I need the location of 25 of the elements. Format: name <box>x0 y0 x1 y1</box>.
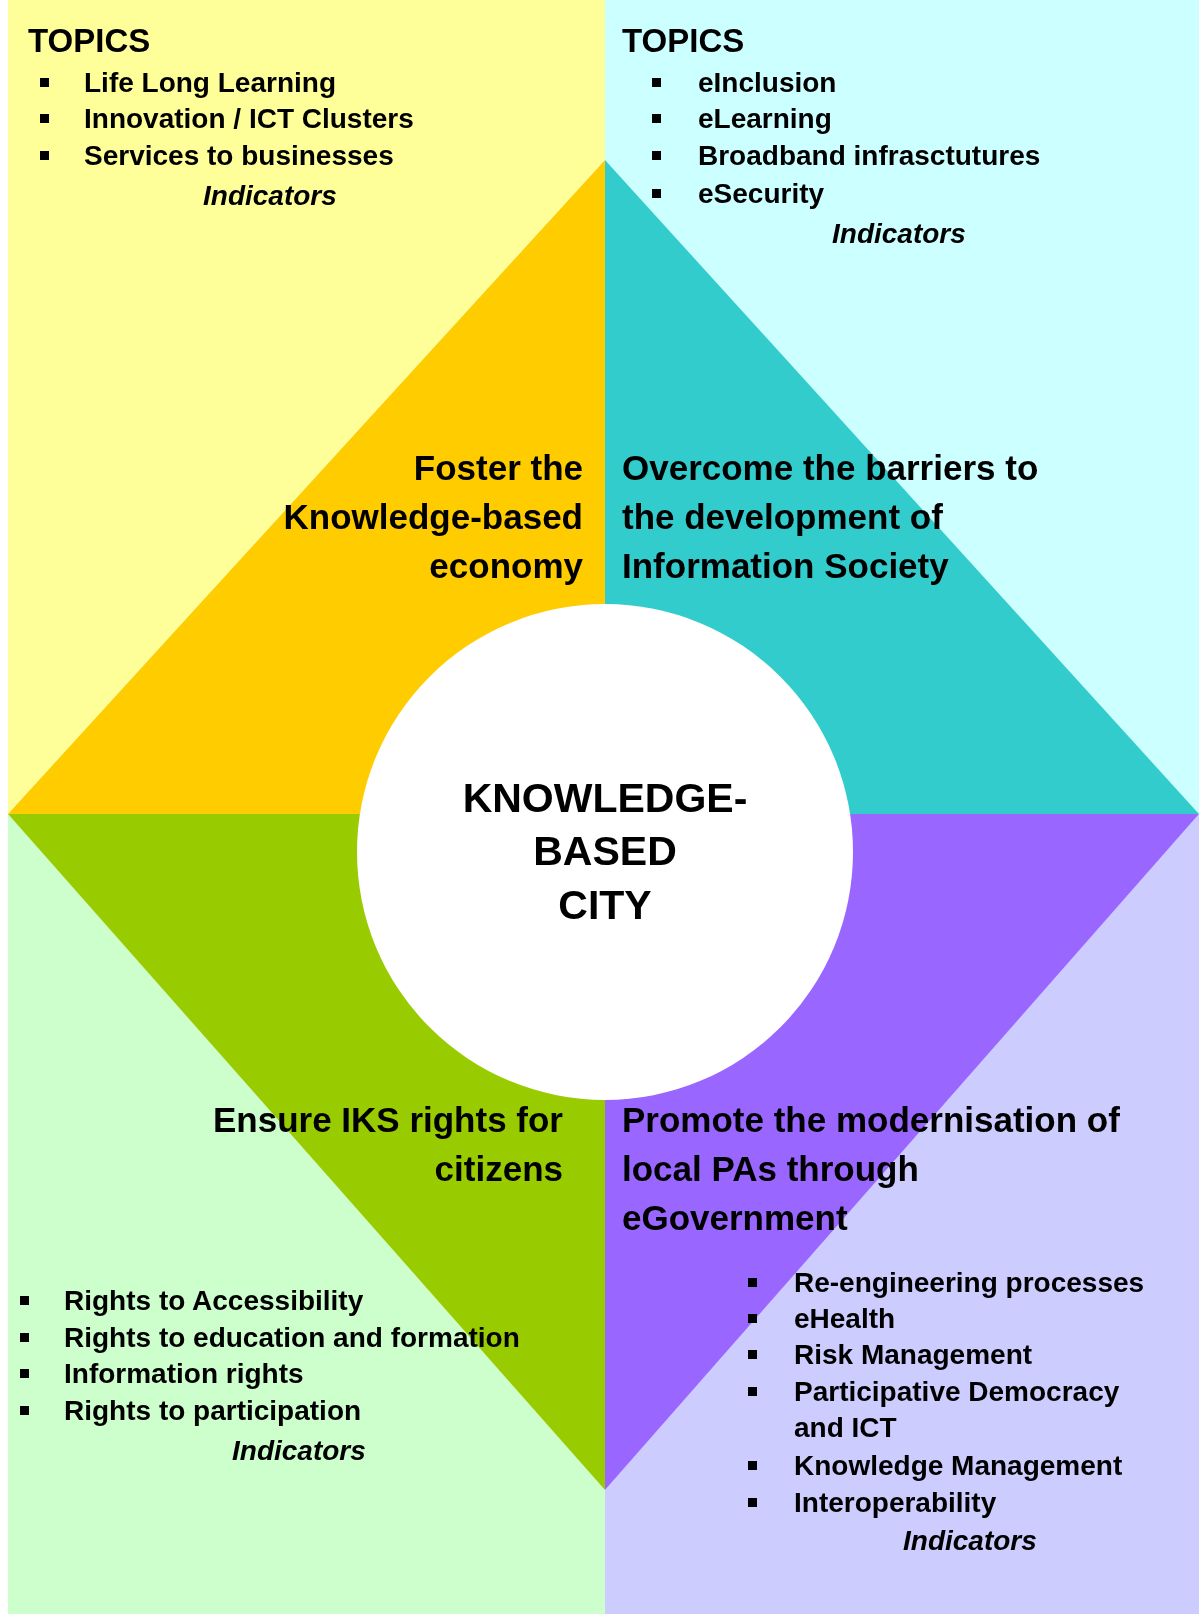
center-title: KNOWLEDGE- BASED CITY <box>461 774 749 930</box>
indicators-label: Indicators <box>832 217 966 251</box>
indicators-label: Indicators <box>203 179 337 213</box>
topic-item: Rights to Accessibility <box>64 1284 364 1318</box>
topic-item: Interoperability <box>794 1486 997 1520</box>
topics-heading: TOPICS <box>622 21 745 61</box>
topic-item: Innovation / ICT Clusters <box>84 102 414 136</box>
topic-item: Broadband infrasctutures <box>698 139 1041 173</box>
topics-heading: TOPICS <box>28 21 151 61</box>
topic-item: Participative Democracy and ICT <box>794 1375 1121 1446</box>
topic-item: Information rights <box>64 1357 304 1391</box>
topic-item: eInclusion <box>698 66 837 100</box>
goal-text: Promote the modernisation of local PAs through eGovernment <box>622 1099 1121 1239</box>
topic-item: Risk Management <box>794 1338 1033 1372</box>
goal-text: Foster the Knowledge-based economy <box>282 447 583 587</box>
topic-item: Services to businesses <box>84 139 394 173</box>
topic-item: Life Long Learning <box>84 66 336 100</box>
topic-item: eHealth <box>794 1302 896 1336</box>
topic-item: eLearning <box>698 102 832 136</box>
topic-item: Re-engineering processes <box>794 1266 1145 1300</box>
topic-item: Rights to participation <box>64 1394 362 1428</box>
topic-item: eSecurity <box>698 177 825 211</box>
indicators-label: Indicators <box>232 1434 366 1468</box>
indicators-label: Indicators <box>903 1524 1037 1558</box>
topic-item: Knowledge Management <box>794 1449 1123 1483</box>
